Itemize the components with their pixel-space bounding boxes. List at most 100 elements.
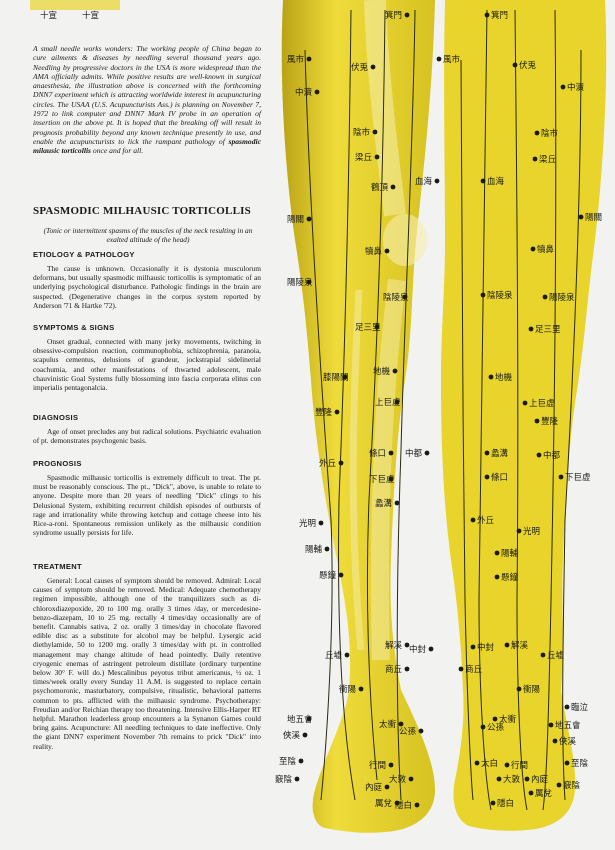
section-body: Age of onset precludes any but radical s… xyxy=(33,427,261,446)
section-diagnosis: DIAGNOSIS Age of onset precludes any but… xyxy=(33,413,261,445)
acupoint-dot xyxy=(388,450,394,456)
acupoint-dot xyxy=(552,738,558,744)
legs-illustration: 箕門風市伏兎中瀆陰市梁丘鶴頂血海陽關犢鼻陽陵泉陰陵泉足三里膝陽關地機上巨虚豐隆條… xyxy=(275,0,607,833)
acupoint-label: 下巨虚 xyxy=(565,472,591,483)
acupoint-dot xyxy=(470,644,476,650)
acupoint-label: 陰陵泉 xyxy=(383,292,409,303)
acupoint-dot xyxy=(470,517,476,523)
meridian-line xyxy=(460,59,474,801)
acupoint-dot xyxy=(484,450,490,456)
section-heading: DIAGNOSIS xyxy=(33,413,79,422)
acupoint-label: 中封 xyxy=(477,642,495,653)
acupoint-dot xyxy=(512,62,518,68)
fibula xyxy=(349,289,365,651)
acupoint-dot xyxy=(524,776,530,782)
acupoint-label: 光明 xyxy=(299,518,316,529)
intro-paragraph: A small needle works wonders: The workin… xyxy=(33,44,261,156)
acupoint-dot xyxy=(428,646,434,652)
acupoint-label: 陽陵泉 xyxy=(287,277,313,288)
acupoint-label: 丘墟 xyxy=(325,650,343,661)
acupoint-dot xyxy=(338,460,344,466)
acupoint-label: 上巨虚 xyxy=(375,397,401,408)
acupoint-label: 犢鼻 xyxy=(365,246,383,257)
acupoint-dot xyxy=(394,800,400,806)
acupoint-dot xyxy=(492,716,498,722)
acupoint-dot xyxy=(344,652,350,658)
acupoint-dot xyxy=(494,574,500,580)
acupoint-label: 內庭 xyxy=(531,774,549,785)
meridian-lines xyxy=(304,9,582,811)
acupoint-dot xyxy=(294,776,300,782)
acupoint-label: 太衝 xyxy=(499,714,517,725)
meridian-line xyxy=(562,49,582,801)
acupoint-label: 商丘 xyxy=(465,664,483,675)
acupoint-label: 上巨虚 xyxy=(529,398,555,409)
top-label-2: 十宣 xyxy=(82,10,99,21)
acupoint-dot xyxy=(414,802,420,808)
acupoint-dot xyxy=(394,399,400,405)
section-prognosis: PROGNOSIS Spasmodic milhausic torticolli… xyxy=(33,459,261,537)
acupoint-label: 行間 xyxy=(511,760,528,771)
acupoint-label: 中封 xyxy=(409,644,427,655)
acupoint-label: 公孫 xyxy=(487,722,505,733)
acupoint-dot xyxy=(358,686,364,692)
section-heading: TREATMENT xyxy=(33,562,82,571)
meridian-line xyxy=(478,9,492,811)
meridian-line xyxy=(514,9,528,811)
acupoint-dot xyxy=(548,722,554,728)
acupoint-dot xyxy=(370,64,376,70)
section-body: The cause is unknown. Occasionally it is… xyxy=(33,264,261,310)
acupoint-dot xyxy=(480,178,486,184)
acupoint-dot xyxy=(558,474,564,480)
acupoint-label: 伏兎 xyxy=(351,62,369,73)
acupoint-label: 中瀆 xyxy=(567,82,585,93)
acupoint-label: 至陰 xyxy=(571,758,589,769)
acupoint-dot xyxy=(404,666,410,672)
acupoint-dot xyxy=(494,550,500,556)
acupoint-label: 內庭 xyxy=(365,782,383,793)
acupoint-label: 蠡溝 xyxy=(491,448,509,459)
acupoint-label: 陽關 xyxy=(287,215,304,225)
acupoint-dot xyxy=(306,279,312,285)
acupoint-label: 陽輔 xyxy=(501,548,519,559)
acupoint-dot xyxy=(516,686,522,692)
acupoint-dot xyxy=(528,326,534,332)
section-etiology: ETIOLOGY & PATHOLOGY The cause is unknow… xyxy=(33,250,261,310)
acupoint-label: 太白 xyxy=(481,758,498,769)
acupoint-dot xyxy=(534,130,540,136)
acupoint-dot xyxy=(534,418,540,424)
meridian-line xyxy=(338,9,356,801)
acupoint-dot xyxy=(324,546,330,552)
acupoint-dot xyxy=(488,374,494,380)
acupoint-label: 中都 xyxy=(543,450,561,461)
acupoint-dot xyxy=(516,528,522,534)
acupoint-dot xyxy=(404,12,410,18)
acupoint-dot xyxy=(404,642,410,648)
acupoint-label: 箕門 xyxy=(491,10,508,21)
article-title: SPASMODIC MILHAUSIC TORTICOLLIS xyxy=(33,205,251,217)
acupoint-label: 風市 xyxy=(287,54,305,65)
acupoint-dot xyxy=(418,728,424,734)
acupoint-dot xyxy=(434,178,440,184)
acupoint-dot xyxy=(528,790,534,796)
acupoint-label: 大敦 xyxy=(503,774,521,785)
meridian-line xyxy=(304,49,333,801)
acupoint-label: 陽關 xyxy=(585,213,602,223)
acupoint-label: 風市 xyxy=(443,54,461,65)
acupoint-dot xyxy=(564,704,570,710)
acupoint-label: 厲兌 xyxy=(535,788,553,799)
acupoint-dot xyxy=(436,56,442,62)
acupoint-label: 丘墟 xyxy=(547,650,565,661)
acupoint-label: 中瀆 xyxy=(295,87,313,98)
acupoint-dot xyxy=(374,154,380,160)
acupoint-label: 懸鐘 xyxy=(501,572,519,583)
acupoint-dot xyxy=(540,652,546,658)
section-heading: SYMPTOMS & SIGNS xyxy=(33,323,115,332)
acupoint-dot xyxy=(504,762,510,768)
acupoint-label: 光明 xyxy=(523,526,540,537)
acupoint-dot xyxy=(306,216,312,222)
acupoint-dot xyxy=(578,214,584,220)
acupoint-label: 至陰 xyxy=(279,756,297,767)
acupoint-label: 膝陽關 xyxy=(323,372,349,383)
acupoint-dot xyxy=(536,452,542,458)
